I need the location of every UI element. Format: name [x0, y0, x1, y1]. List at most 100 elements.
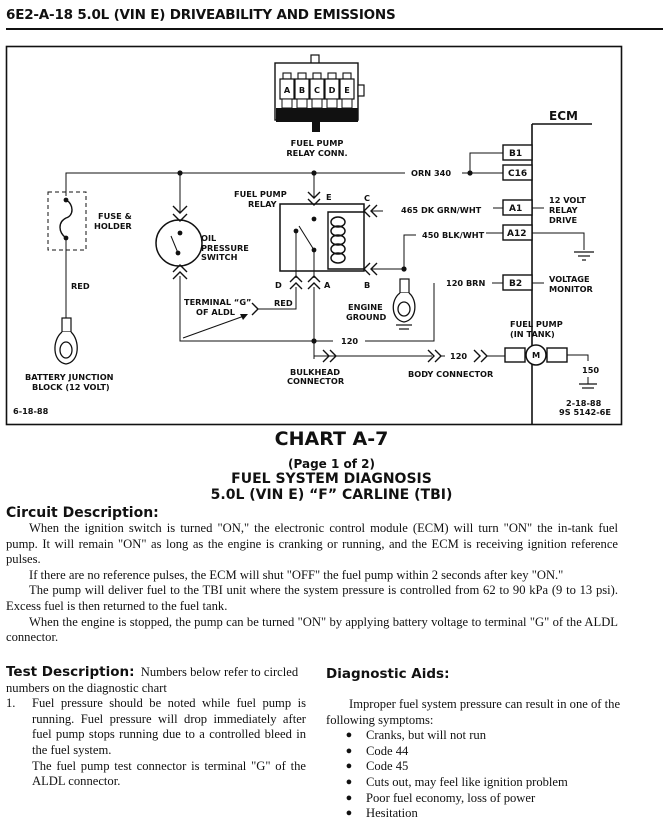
circuit-paragraph: The pump will deliver fuel to the TBI un…: [6, 583, 618, 613]
symptom-text: Hesitation: [366, 806, 418, 821]
relay-coil-loop: [330, 252, 346, 264]
motor-symbol: M: [532, 350, 540, 360]
relay-connector-label-2: RELAY CONN.: [286, 148, 347, 158]
wire-label-orn-340: ORN 340: [411, 168, 451, 178]
ecm-label: ECM: [549, 109, 578, 123]
connector-pin-label: B: [299, 85, 305, 95]
symptom-item: ●Poor fuel economy, loss of power: [326, 791, 626, 807]
ecm-function-relay-drive-1: 12 VOLT: [549, 195, 586, 205]
wire-label-120: 120: [341, 336, 358, 346]
svg-text:C16: C16: [508, 169, 527, 179]
fuel-pump-motor: FUEL PUMP (IN TANK) M 150: [504, 319, 599, 389]
svg-text:B1: B1: [509, 149, 522, 159]
connector-pin-label: E: [344, 85, 350, 95]
connector-pin-tab: [282, 72, 292, 80]
diagram-date-right: 2-18-88: [566, 398, 602, 408]
ecm-pin-a12: A12: [502, 224, 533, 241]
symptom-list: ● Cranks, but will not run ● Code 44 ● Code 4…: [326, 728, 626, 822]
bullet-icon: ●: [345, 807, 353, 820]
wire-120: 120 BRN 120 120 BULKHEAD CONNECTOR BODY …: [287, 278, 505, 386]
fuse-holder: FUSE & HOLDER RED: [47, 191, 132, 320]
fuse-wire-label: RED: [71, 281, 90, 291]
connector-pin-base: [326, 98, 338, 109]
svg-text:D: D: [275, 280, 282, 290]
wire-label-450: 450 BLK/WHT: [422, 230, 485, 240]
bullet-icon: ●: [345, 791, 353, 804]
test-item-note: The fuel pump test connector is terminal…: [32, 758, 306, 789]
connector-pin-label: A: [284, 85, 291, 95]
svg-text:B2: B2: [509, 279, 522, 289]
bullet-icon: ●: [345, 760, 353, 773]
diagram-date-left: 6-18-88: [13, 406, 49, 416]
connector-pin-base: [296, 98, 308, 109]
aldl-wire-label: RED: [274, 298, 293, 308]
test-item-text: Fuel pressure should be noted while fuel…: [32, 696, 306, 757]
oil-switch-label-2: PRESSURE: [201, 243, 249, 253]
test-description-lead: Numbers below refer to circled numbers o…: [6, 665, 299, 695]
relay-label-2: RELAY: [248, 199, 278, 209]
symptom-text: Code 45: [366, 759, 409, 774]
bulkhead-label-1: BULKHEAD: [290, 367, 340, 377]
symptom-item: ● Code 45: [326, 759, 626, 775]
wire-label-465: 465 DK GRN/WHT: [401, 205, 482, 215]
svg-text:A: A: [324, 280, 331, 290]
connector-pin-base: [281, 98, 293, 109]
symptom-text: Cuts out, may feel like ignition problem: [366, 774, 568, 789]
chart-page: (Page 1 of 2): [288, 457, 375, 471]
connector-pin-tab: [297, 72, 307, 80]
ecm-pin-b1: B1: [502, 144, 533, 161]
wire-label-120-brn: 120 BRN: [446, 278, 485, 288]
test-description-heading: Test Description:: [6, 664, 135, 680]
circuit-paragraph: When the ignition switch is turned "ON,"…: [6, 521, 618, 567]
connector-pin-tab: [342, 72, 352, 80]
fuel-pump-relay: FUEL PUMP RELAY E C 465 DK GRN/WHT B: [234, 173, 503, 359]
symptom-item: ● Cuts out, may feel like ignition proble…: [326, 775, 626, 791]
ecm-function-relay-drive-3: DRIVE: [549, 215, 577, 225]
test-item: 1. Fuel pressure should be noted while f…: [6, 696, 306, 790]
circuit-paragraph: When the engine is stopped, the pump can…: [6, 614, 618, 645]
ecm-function-relay-drive-2: RELAY: [549, 205, 579, 215]
symptom-text: Code 44: [366, 743, 409, 758]
svg-text:E: E: [326, 192, 332, 202]
svg-text:A12: A12: [507, 229, 527, 239]
connector-pin-label: C: [314, 85, 320, 95]
diagnostic-aids-heading: Diagnostic Aids:: [326, 666, 450, 682]
test-item-number: 1.: [6, 696, 16, 711]
body-connector-wire-label: 120: [450, 351, 467, 361]
symptom-text: Cranks, but will not run: [366, 728, 486, 743]
relay-connector-label-1: FUEL PUMP: [291, 138, 344, 148]
ecm-pin-c16: C16: [502, 164, 533, 181]
diagram-frame: [5, 45, 623, 426]
aldl-terminal-g: RED TERMINAL “G” OF ALDL: [182, 297, 293, 339]
connector-pin-base: [311, 98, 323, 109]
bullet-icon: ●: [345, 729, 353, 742]
chart-title: CHART A-7: [274, 428, 389, 450]
engine-ground-label-2: GROUND: [346, 312, 386, 322]
test-description-lead-block: Test Description: Numbers below refer to…: [6, 664, 306, 696]
battery-junction-block: BATTERY JUNCTION BLOCK (12 VOLT): [25, 317, 114, 392]
relay-coil-loop: [330, 216, 346, 228]
ecm-module: ECM B1 C16 A1 A12 B2 12 VOLT RELAY DRIVE…: [502, 109, 594, 424]
svg-text:C: C: [364, 193, 370, 203]
test-description: Test Description: Numbers below refer to…: [6, 664, 306, 790]
aldl-label-2: OF ALDL: [196, 307, 235, 317]
engine-ground: 450 BLK/WHT ENGINE GROUND: [346, 230, 503, 330]
oil-switch-label-3: SWITCH: [201, 252, 238, 262]
ecm-pin-a1: A1: [502, 199, 533, 216]
fuse-label-2: HOLDER: [94, 221, 132, 231]
relay-coil-loop: [330, 234, 346, 246]
symptom-item: ● Cranks, but will not run: [326, 728, 626, 744]
battery-label-1: BATTERY JUNCTION: [25, 372, 114, 382]
circuit-description-heading: Circuit Description:: [6, 505, 159, 521]
chart-vehicle: 5.0L (VIN E) “F” CARLINE (TBI): [210, 487, 453, 503]
oil-switch-label-1: OIL: [201, 233, 216, 243]
connector-pin-base: [341, 98, 353, 109]
body-connector-label: BODY CONNECTOR: [408, 369, 494, 379]
connector-pin-tab: [327, 72, 337, 80]
diagnostic-aids-intro: Improper fuel system pressure can result…: [326, 697, 621, 727]
bullet-icon: ●: [345, 775, 353, 788]
ecm-function-voltage-monitor-2: MONITOR: [549, 284, 594, 294]
ecm-function-voltage-monitor-1: VOLTAGE: [549, 274, 590, 284]
